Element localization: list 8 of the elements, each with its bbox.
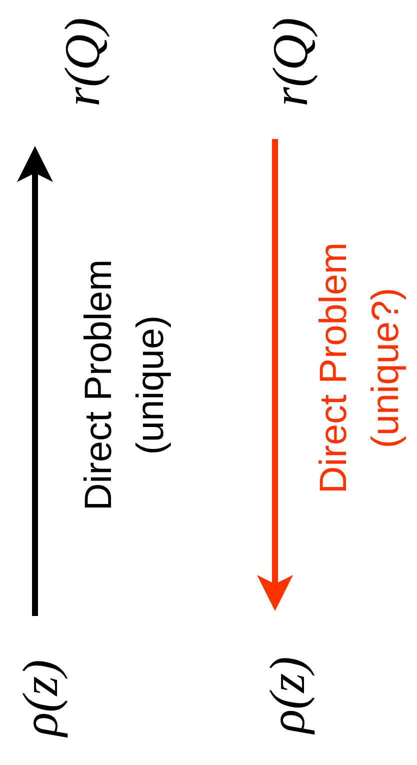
- arrow: [257, 139, 293, 611]
- edge-label: Direct Problem (unique?): [312, 241, 408, 496]
- edge-label: Direct Problem (unique): [77, 258, 173, 513]
- math-expression: ρ(z): [255, 643, 319, 747]
- math-expression: r(Q): [54, 10, 110, 114]
- arrow: [17, 146, 53, 616]
- math-expression: r(Q): [262, 10, 318, 114]
- math-expression: ρ(z): [8, 646, 72, 750]
